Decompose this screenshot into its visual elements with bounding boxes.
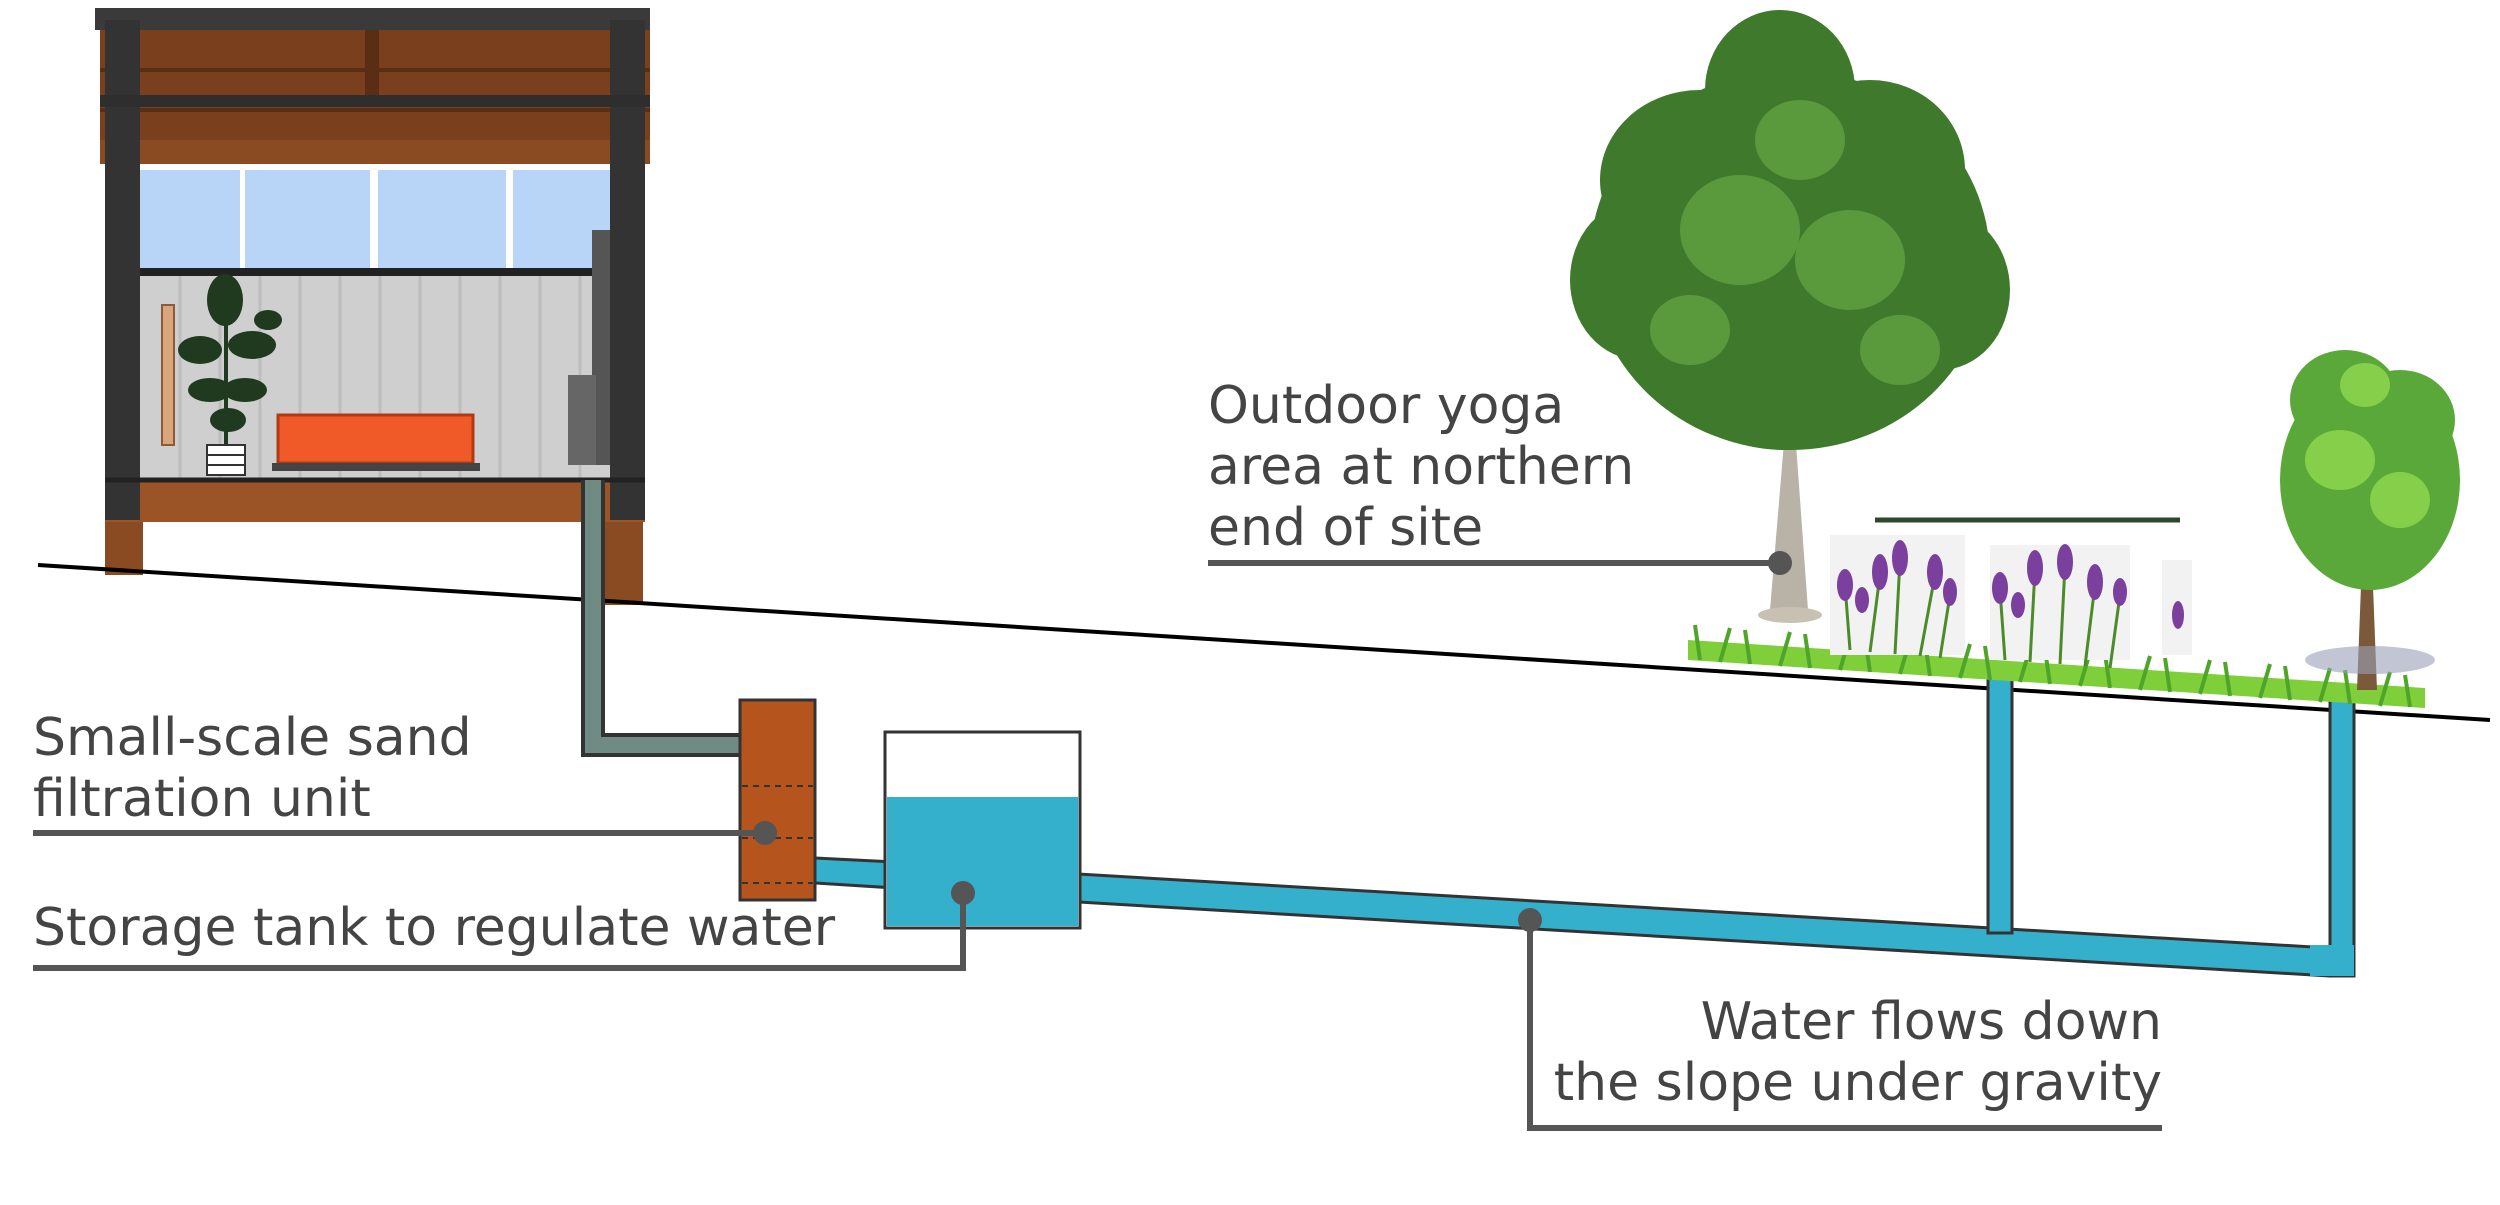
marker-yoga [1768,551,1792,575]
sand-filter-unit [738,698,817,902]
deciduous-tree-icon [1570,10,2010,623]
cabin-roof-cap [95,8,650,30]
marker-storage-tank [951,881,975,905]
riser-pipe-2 [2328,688,2356,978]
lavender-plant-icon [1830,517,2192,669]
leader-water-flow [1527,925,2162,1131]
marker-sand-filter [753,821,777,845]
cabin-window-3 [378,170,506,270]
label-water-flow-line1: Water flows down [1700,992,2162,1052]
label-sand-filter-line1: Small-scale sand [33,708,472,768]
grass-strip [1688,624,2425,708]
label-yoga-line2: area at northern [1208,437,1635,497]
marker-water-flow [1518,908,1542,932]
label-water-flow: Water flows down the slope under gravity [1554,992,2162,1114]
label-water-flow-line2: the slope under gravity [1553,1053,2162,1113]
cabin-window-1 [140,170,240,270]
potted-plant-icon [178,274,282,476]
water-pipe-system [813,666,2356,978]
leader-lines [33,560,2162,1131]
cabin-window-2 [245,170,370,270]
leader-storage-tank [33,893,966,971]
label-yoga-area: Outdoor yoga area at northern end of sit… [1208,376,1634,559]
label-sand-filter-line2: filtration unit [33,769,371,829]
storage-tank [883,730,1082,930]
bench [276,413,475,465]
label-storage-tank-line1: Storage tank to regulate water [33,898,836,958]
label-sand-filter: Small-scale sand filtration unit [33,708,472,830]
label-yoga-line1: Outdoor yoga [1208,376,1565,436]
yoga-cabin [95,8,650,605]
label-storage-tank: Storage tank to regulate water [33,898,835,959]
riser-pipe-1 [1986,666,2014,935]
young-tree-icon [2280,350,2460,690]
cabin-floor-beam [105,480,645,522]
ground-slope-line [37,563,2491,722]
label-yoga-line3: end of site [1208,498,1484,558]
